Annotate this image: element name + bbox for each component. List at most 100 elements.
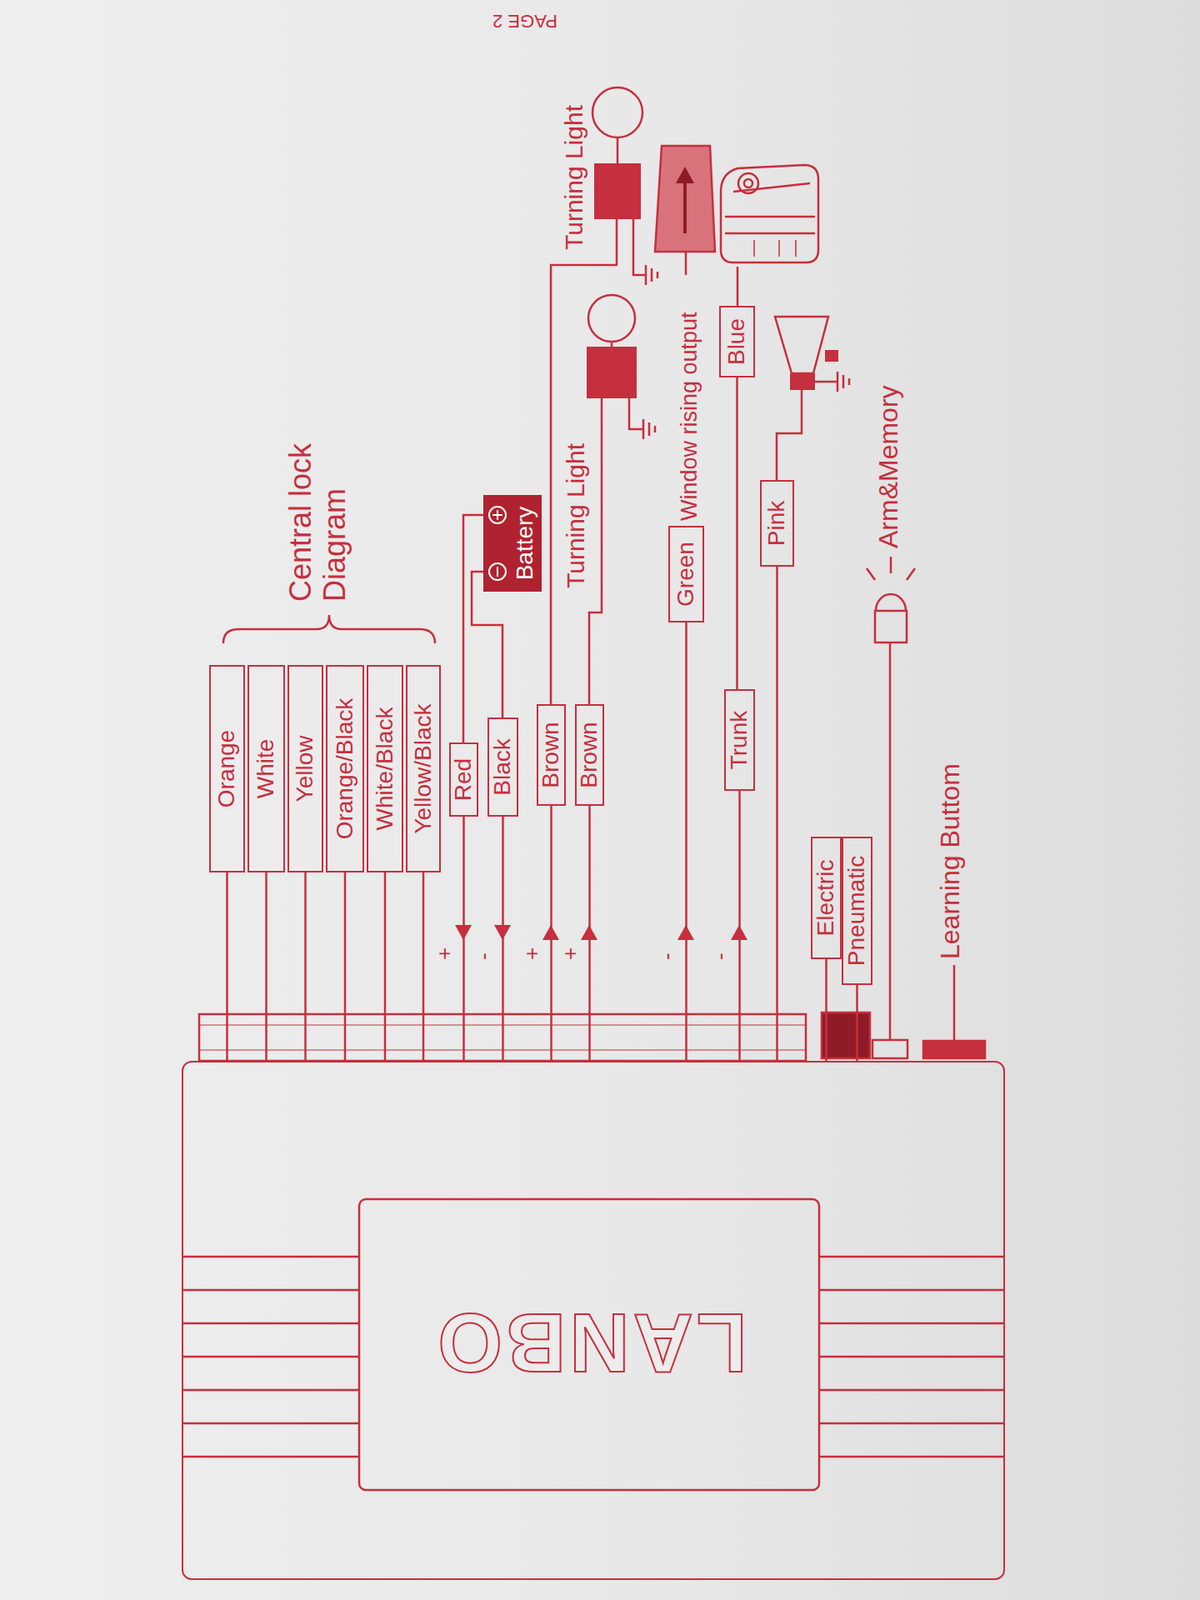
- housing-fin: [183, 1355, 360, 1359]
- wire-connector: [471, 571, 503, 718]
- wire-connector: [588, 805, 591, 1061]
- ground-symbol: [645, 265, 658, 285]
- node-text: Trunk: [726, 710, 753, 770]
- housing-fin: [183, 1389, 360, 1392]
- wire-label: Yellow/Black: [405, 665, 441, 873]
- wire-label: Brown: [536, 704, 566, 806]
- node-text: White/Black: [372, 707, 399, 831]
- wire-label: Blue: [719, 305, 755, 378]
- housing-fin: [819, 1255, 1004, 1259]
- housing-fin: [819, 1455, 1004, 1459]
- page-number: PAGE 2: [492, 10, 558, 31]
- housing-fin: [819, 1289, 1004, 1292]
- brand-logo: LANBO: [434, 1297, 748, 1390]
- housing-fin: [183, 1322, 360, 1325]
- device-label: Window rising output: [676, 311, 703, 521]
- wire-label: Orange: [209, 665, 245, 873]
- led-body: [875, 610, 907, 643]
- turning-light-lamp: [586, 295, 637, 399]
- polarity-sign: +: [432, 947, 458, 960]
- car-trunk-icon: [720, 165, 819, 263]
- wire-connector: [422, 872, 425, 1061]
- wire-label: Trunk: [724, 689, 755, 791]
- wire-connector: [462, 816, 465, 1061]
- wire: [589, 398, 602, 705]
- polarity-sign: -: [708, 952, 734, 960]
- device-label: Turning Light: [560, 105, 590, 250]
- node-text: Yellow: [292, 735, 319, 803]
- wire: [736, 266, 740, 306]
- housing-fin: [819, 1422, 1004, 1425]
- wire-connector: [344, 872, 347, 1061]
- wire-runs: [550, 219, 890, 1040]
- led-dome: [875, 594, 906, 611]
- device-label: Learning Buttom: [935, 763, 966, 960]
- plus-terminal: [489, 506, 506, 524]
- car-lines: [725, 183, 815, 234]
- housing-fin: [183, 1255, 360, 1259]
- wire-connector: [265, 872, 268, 1061]
- wire-connector: [775, 566, 779, 1061]
- node-text: Black: [490, 738, 516, 795]
- housing-fin: [819, 1322, 1004, 1325]
- housing-fin: [819, 1389, 1004, 1392]
- wire: [889, 642, 892, 1040]
- wire-connector: [685, 622, 688, 1061]
- housing-fin: [183, 1422, 360, 1425]
- switch-option: Pneumatic: [841, 836, 873, 985]
- siren-mount: [825, 350, 839, 362]
- led-rays: [866, 556, 915, 580]
- lamp-socket: [586, 346, 637, 399]
- window-icon: [655, 145, 715, 252]
- wire-connector: [501, 816, 505, 1061]
- wire: [776, 390, 802, 480]
- node-text: Electric: [813, 860, 840, 937]
- polarity-sign: +: [558, 947, 584, 960]
- battery-body: [483, 495, 542, 592]
- node-text: Orange/Black: [332, 698, 359, 840]
- wire-connector: [550, 805, 553, 1061]
- node-text: Battery: [512, 506, 539, 581]
- window-arrow: [683, 183, 687, 234]
- wire-connector: [825, 959, 828, 1061]
- led-socket: [872, 1040, 908, 1059]
- ground-symbol: [837, 371, 850, 392]
- lamp-bulb: [588, 295, 635, 342]
- device-label: Arm&Memory: [873, 385, 905, 549]
- led-icon: [866, 556, 915, 643]
- wire-connector: [463, 515, 484, 743]
- wire-label: Red: [449, 742, 479, 817]
- turning-light-lamp: [592, 87, 643, 220]
- car-grille: [754, 240, 796, 257]
- housing-fin: [819, 1355, 1004, 1359]
- node-text: Pink: [764, 500, 790, 546]
- polarity-sign: -: [471, 952, 497, 960]
- wire-connector: [735, 377, 739, 690]
- wire-connector: [384, 872, 387, 1061]
- minus-sign: [496, 566, 499, 577]
- node-text: White: [253, 739, 280, 800]
- siren-bell: [775, 316, 829, 374]
- wire-connector: [855, 985, 859, 1061]
- ground-symbol: [643, 419, 655, 440]
- device-label: Turning Light: [561, 443, 591, 589]
- alarm-unit: LANBO: [181, 1060, 1005, 1580]
- siren-base: [790, 373, 815, 390]
- group-heading: Central lock Diagram: [283, 401, 353, 602]
- wire-label: White: [247, 665, 285, 873]
- ground-lead: [629, 398, 644, 430]
- wire: [685, 251, 688, 275]
- node-text: Blue: [724, 318, 750, 365]
- lamp-neck: [616, 137, 620, 164]
- wire: [550, 219, 617, 705]
- node-text: Red: [450, 758, 477, 801]
- housing-fins: [183, 1256, 1004, 1457]
- logo-panel: [359, 1199, 820, 1490]
- plus-sign: [492, 510, 503, 520]
- node-text: Pneumatic: [844, 855, 870, 966]
- node-text: Brown: [538, 721, 565, 788]
- housing-fin: [183, 1289, 360, 1292]
- ground-lead: [815, 380, 838, 384]
- wire-connector: [225, 872, 229, 1061]
